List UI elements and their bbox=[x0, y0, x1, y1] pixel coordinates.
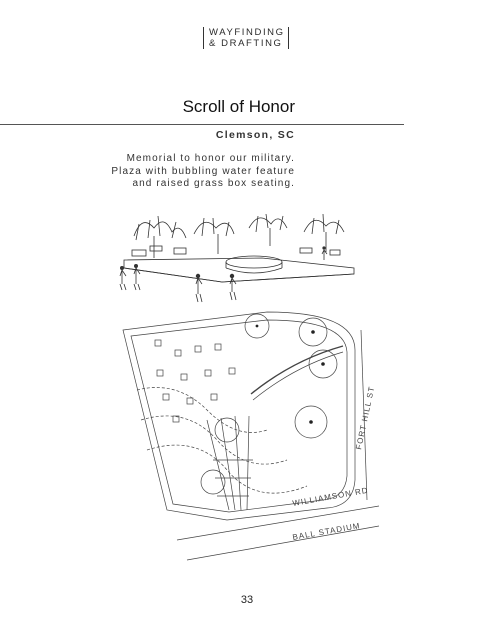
project-description: Memorial to honor our military. Plaza wi… bbox=[95, 153, 295, 191]
stadium-label: BALL STADIUM bbox=[292, 521, 361, 542]
street-label-fort-hill: FORT HILL ST bbox=[354, 385, 376, 450]
plaza-perspective-sketch bbox=[119, 213, 355, 303]
site-plan-drawing: FORT HILL ST WILLIAMSON RD BALL STADIUM bbox=[122, 311, 380, 561]
page-title: Scroll of Honor bbox=[182, 97, 295, 116]
page-number: 33 bbox=[240, 594, 254, 606]
section-header-line-2: & DRAFTING bbox=[209, 38, 283, 49]
project-location: Clemson, SC bbox=[215, 129, 295, 141]
description-line-1: Memorial to honor our military. bbox=[126, 153, 295, 164]
title-divider bbox=[0, 124, 404, 125]
description-line-2: Plaza with bubbling water feature bbox=[111, 165, 295, 177]
section-header: WAYFINDING & DRAFTING bbox=[203, 27, 289, 49]
street-label-williamson: WILLIAMSON RD bbox=[292, 486, 369, 508]
description-line-3: and raised grass box seating. bbox=[132, 178, 295, 189]
section-header-line-1: WAYFINDING bbox=[209, 27, 285, 38]
